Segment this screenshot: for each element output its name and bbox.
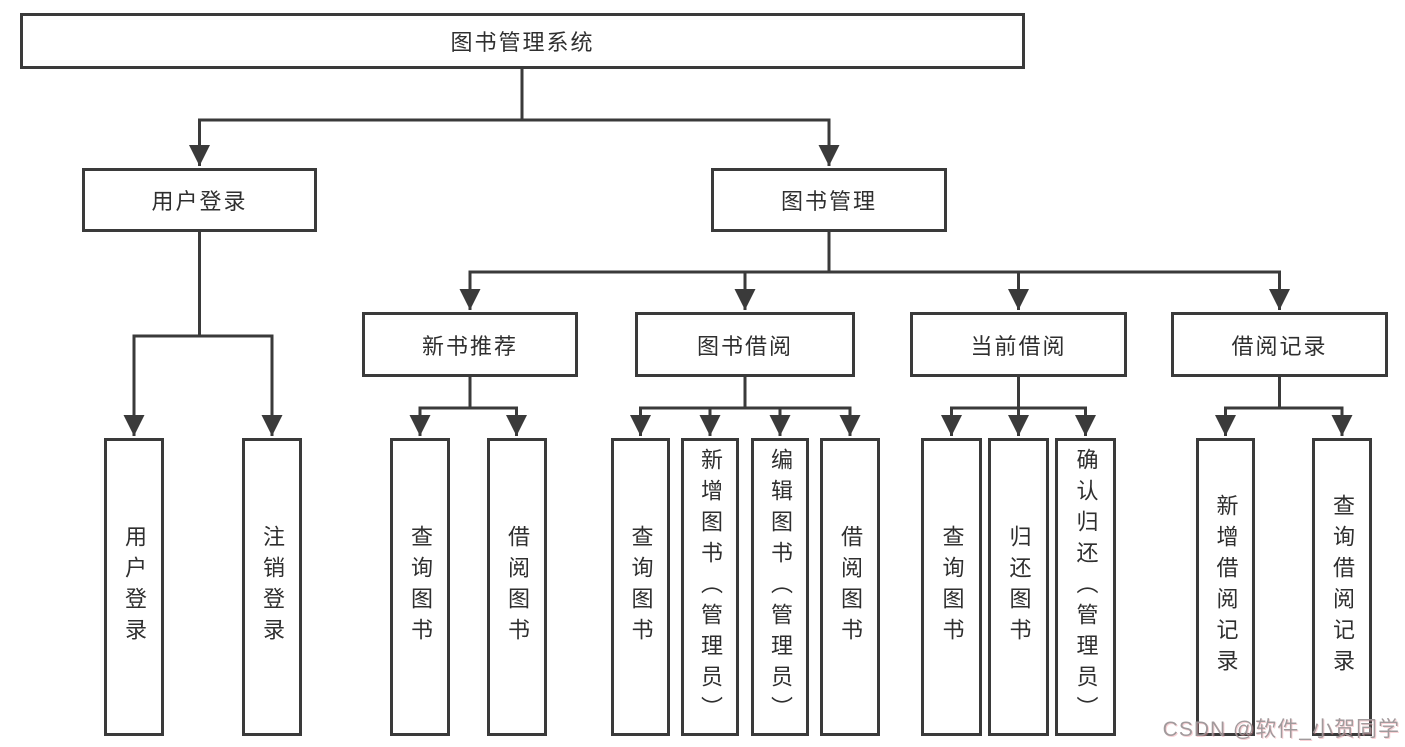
- leaf-query-book-borrow: 查询图书: [611, 438, 670, 736]
- leaf-query-borrow-record: 查询借阅记录: [1312, 438, 1372, 736]
- leaf-query-book-recommend: 查询图书: [390, 438, 450, 736]
- node-library-management-system: 图书管理系统: [20, 13, 1025, 69]
- node-current-borrow: 当前借阅: [910, 312, 1127, 377]
- csdn-watermark: CSDN @软件_小贺同学: [1162, 718, 1400, 741]
- leaf-add-book-admin: 新增图书（管理员）: [681, 438, 739, 736]
- leaf-return-book: 归还图书: [988, 438, 1049, 736]
- leaf-edit-book-admin: 编辑图书（管理员）: [751, 438, 809, 736]
- leaf-logout-login: 注销登录: [242, 438, 302, 736]
- leaf-confirm-return-admin: 确认归还（管理员）: [1055, 438, 1116, 736]
- leaf-add-borrow-record: 新增借阅记录: [1196, 438, 1255, 736]
- node-user-login: 用户登录: [82, 168, 317, 232]
- node-book-management: 图书管理: [711, 168, 947, 232]
- leaf-borrow-book-recommend: 借阅图书: [487, 438, 547, 736]
- node-book-borrow: 图书借阅: [635, 312, 855, 377]
- leaf-query-book-current: 查询图书: [921, 438, 982, 736]
- leaf-borrow-book: 借阅图书: [820, 438, 880, 736]
- node-borrow-records: 借阅记录: [1171, 312, 1388, 377]
- leaf-user-login: 用户登录: [104, 438, 164, 736]
- node-new-book-recommend: 新书推荐: [362, 312, 578, 377]
